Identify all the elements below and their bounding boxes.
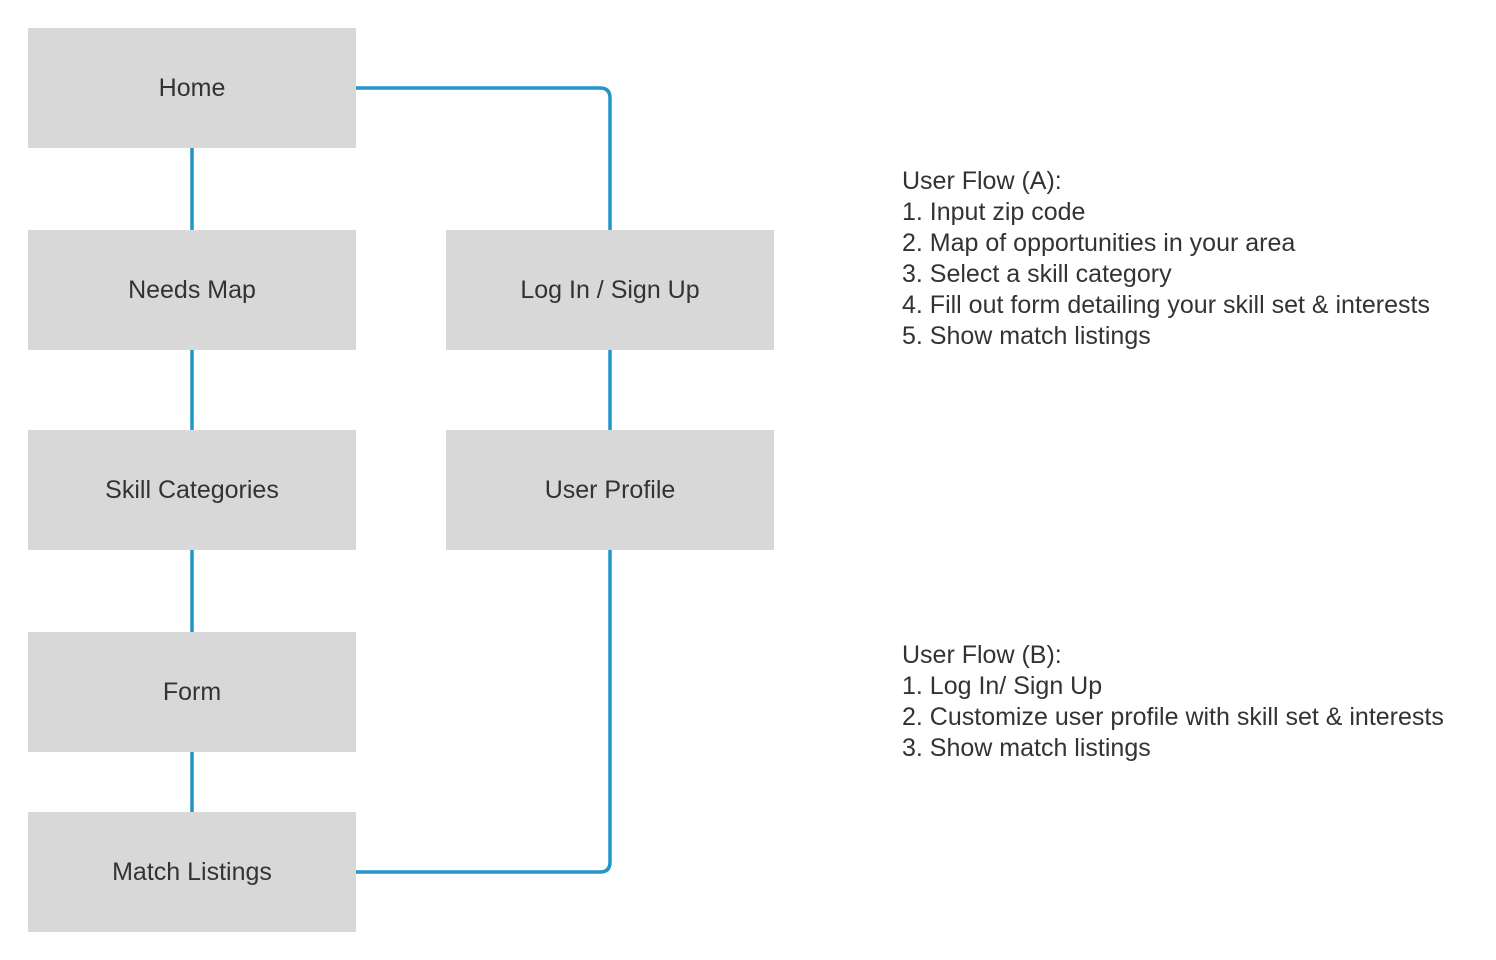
user-flow-b-step: 3. Show match listings bbox=[902, 734, 1151, 762]
user-flow-b-step: 1. Log In/ Sign Up bbox=[902, 672, 1103, 700]
node-match-listings-label: Match Listings bbox=[112, 857, 272, 886]
node-user-profile-label: User Profile bbox=[544, 475, 676, 504]
user-flow-a-step: 2. Map of opportunities in your area bbox=[902, 229, 1296, 257]
node-form-label: Form bbox=[162, 677, 222, 706]
node-match-listings: Match Listings bbox=[28, 812, 356, 932]
node-user-profile: User Profile bbox=[446, 430, 774, 550]
node-form: Form bbox=[28, 632, 356, 752]
node-needs-map: Needs Map bbox=[28, 230, 356, 350]
user-flow-b-title: User Flow (B): bbox=[902, 641, 1062, 669]
node-login-signup: Log In / Sign Up bbox=[446, 230, 774, 350]
connector-user-profile-match-listings bbox=[356, 550, 612, 874]
node-home: Home bbox=[28, 28, 356, 148]
user-flow-a-step: 3. Select a skill category bbox=[902, 260, 1172, 288]
node-home-label: Home bbox=[158, 73, 226, 102]
user-flow-b-notes: User Flow (B): 1. Log In/ Sign Up 2. Cus… bbox=[902, 640, 1444, 764]
user-flow-b-step: 2. Customize user profile with skill set… bbox=[902, 703, 1444, 731]
node-skill-categories: Skill Categories bbox=[28, 430, 356, 550]
user-flow-a-notes: User Flow (A): 1. Input zip code 2. Map … bbox=[902, 166, 1430, 352]
node-needs-map-label: Needs Map bbox=[128, 275, 256, 304]
node-login-signup-label: Log In / Sign Up bbox=[520, 275, 700, 304]
connector-home-login bbox=[356, 86, 612, 230]
user-flow-a-title: User Flow (A): bbox=[902, 167, 1062, 195]
node-skill-categories-label: Skill Categories bbox=[105, 475, 279, 504]
user-flow-a-step: 4. Fill out form detailing your skill se… bbox=[902, 291, 1430, 319]
user-flow-a-step: 5. Show match listings bbox=[902, 322, 1151, 350]
user-flow-a-step: 1. Input zip code bbox=[902, 198, 1086, 226]
